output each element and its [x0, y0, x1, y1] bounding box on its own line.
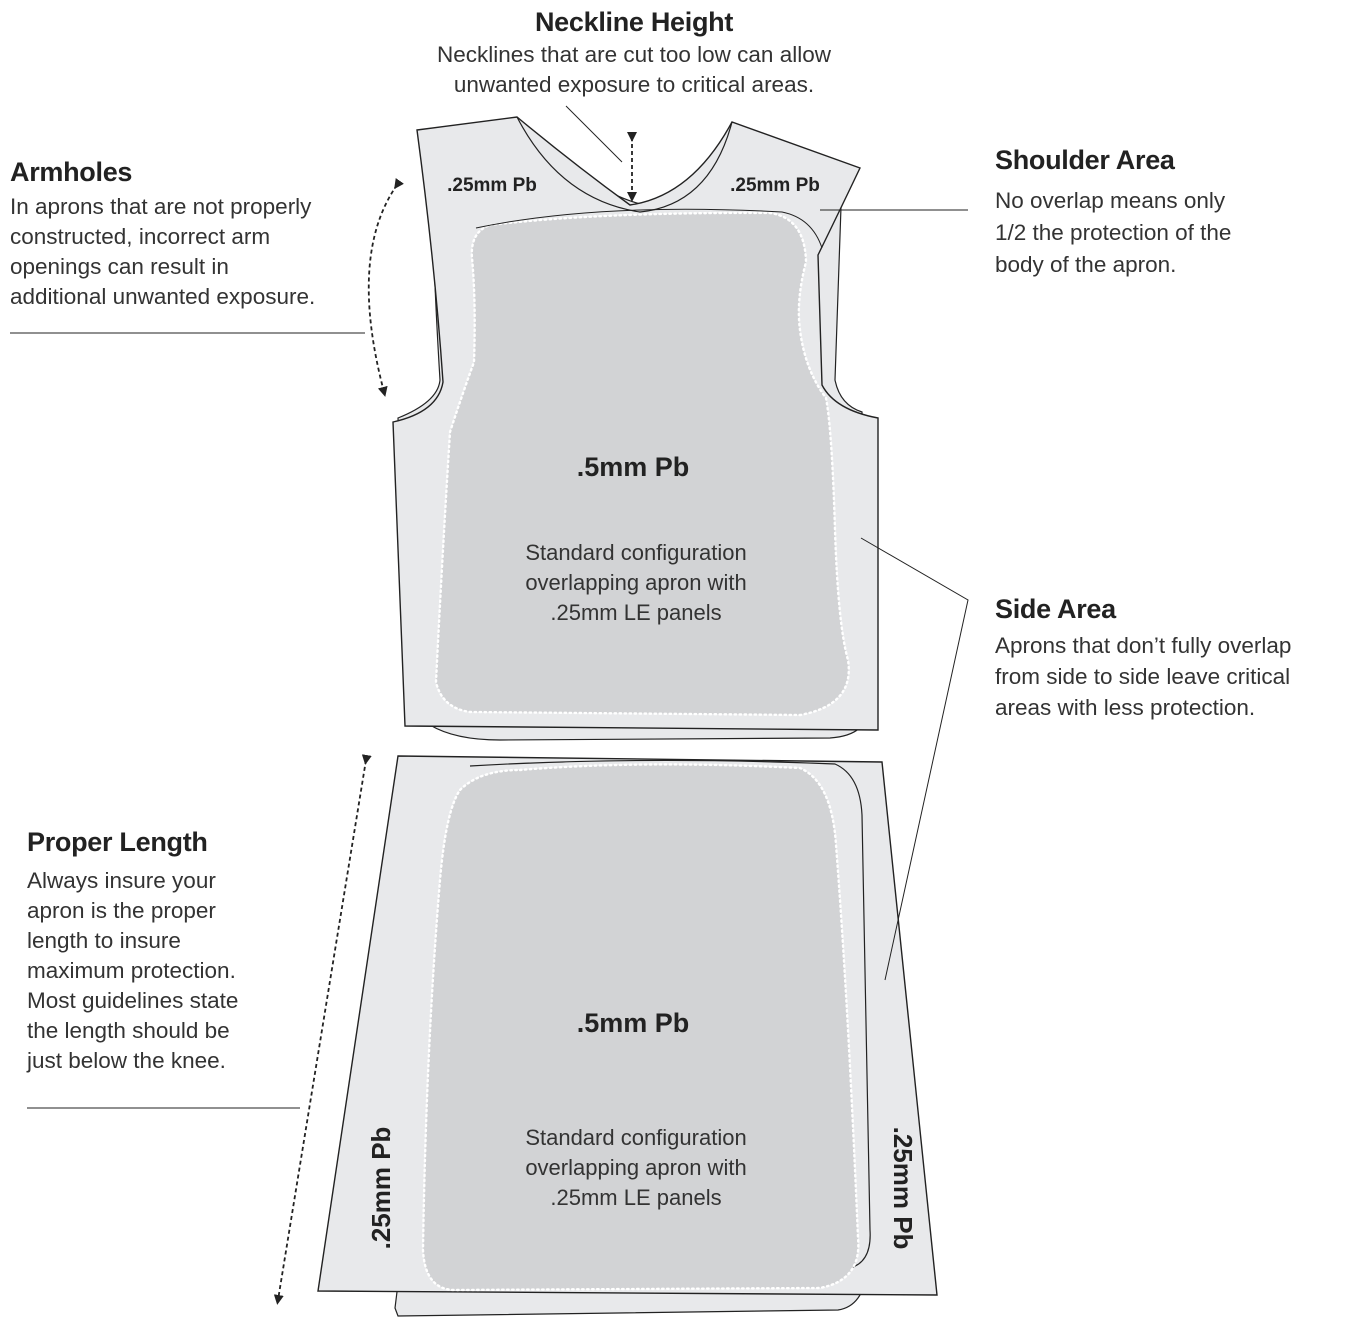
vest-core-panel: [434, 211, 850, 717]
shoulder-text-line-3: body of the apron.: [995, 252, 1176, 277]
skirt-core-desc-line-2: overlapping apron with: [525, 1155, 746, 1180]
neckline-leader-line: [565, 105, 623, 163]
skirt: .5mm Pb Standard configuration overlappi…: [317, 755, 938, 1317]
armholes-title: Armholes: [10, 157, 132, 187]
length-text-line-6: the length should be: [27, 1018, 230, 1043]
shoulder-callout: Shoulder Area No overlap means only 1/2 …: [995, 145, 1231, 277]
shoulder-text-line-1: No overlap means only: [995, 188, 1226, 213]
vest-core-label: .5mm Pb: [577, 452, 690, 482]
side-leader-line: [860, 537, 969, 981]
skirt-core-label: .5mm Pb: [577, 1008, 690, 1038]
shoulder-text-line-2: 1/2 the protection of the: [995, 220, 1231, 245]
neckline-title: Neckline Height: [535, 7, 733, 37]
skirt-side-right-label: .25mm Pb: [888, 1127, 918, 1250]
armholes-text-line-3: openings can result in: [10, 254, 229, 279]
vest-core-desc-line-2: overlapping apron with: [525, 570, 746, 595]
shoulder-title: Shoulder Area: [995, 145, 1176, 175]
vest-core-desc-line-1: Standard configuration: [525, 540, 746, 565]
length-text-line-2: apron is the proper: [27, 898, 216, 923]
length-callout: Proper Length Always insure your apron i…: [26, 827, 238, 1073]
armholes-text-line-2: constructed, incorrect arm: [10, 224, 270, 249]
neckline-curve: [516, 116, 733, 213]
vest-core-desc-line-3: .25mm LE panels: [550, 600, 721, 625]
skirt-side-left-label: .25mm Pb: [366, 1127, 396, 1250]
skirt-overlap-outline: [469, 759, 871, 1269]
length-text-line-5: Most guidelines state: [27, 988, 238, 1013]
callout-lines: [10, 105, 969, 1305]
vest-shoulder-right-label: .25mm Pb: [730, 175, 820, 196]
skirt-core-panel: [421, 763, 860, 1292]
armholes-callout: Armholes In aprons that are not properly…: [10, 157, 315, 309]
armholes-arrow: [367, 178, 404, 397]
skirt-core-desc-line-1: Standard configuration: [525, 1125, 746, 1150]
length-title: Proper Length: [27, 827, 208, 857]
vest-core-outline: [475, 208, 823, 249]
armholes-text-line-4: additional unwanted exposure.: [10, 284, 315, 309]
side-text-line-1: Aprons that don’t fully overlap: [995, 633, 1291, 658]
length-arrow: [273, 754, 372, 1305]
vest: .25mm Pb .25mm Pb .5mm Pb Standard confi…: [392, 116, 879, 741]
length-text-line-4: maximum protection.: [27, 958, 236, 983]
neckline-text-line-1: Necklines that are cut too low can allow: [437, 42, 832, 67]
skirt-core-desc-line-3: .25mm LE panels: [550, 1185, 721, 1210]
neckline-callout: Neckline Height Necklines that are cut t…: [437, 7, 832, 97]
side-title: Side Area: [995, 594, 1117, 624]
length-text-line-1: Always insure your: [27, 868, 216, 893]
length-text-line-3: length to insure: [27, 928, 181, 953]
vest-shoulder-left-label: .25mm Pb: [447, 175, 537, 196]
armholes-text-line-1: In aprons that are not properly: [10, 194, 312, 219]
side-callout: Side Area Aprons that don’t fully overla…: [995, 594, 1291, 720]
neckline-text-line-2: unwanted exposure to critical areas.: [454, 72, 814, 97]
length-text-line-7: just below the knee.: [26, 1048, 226, 1073]
side-text-line-3: areas with less protection.: [995, 695, 1255, 720]
side-text-line-2: from side to side leave critical: [995, 664, 1290, 689]
